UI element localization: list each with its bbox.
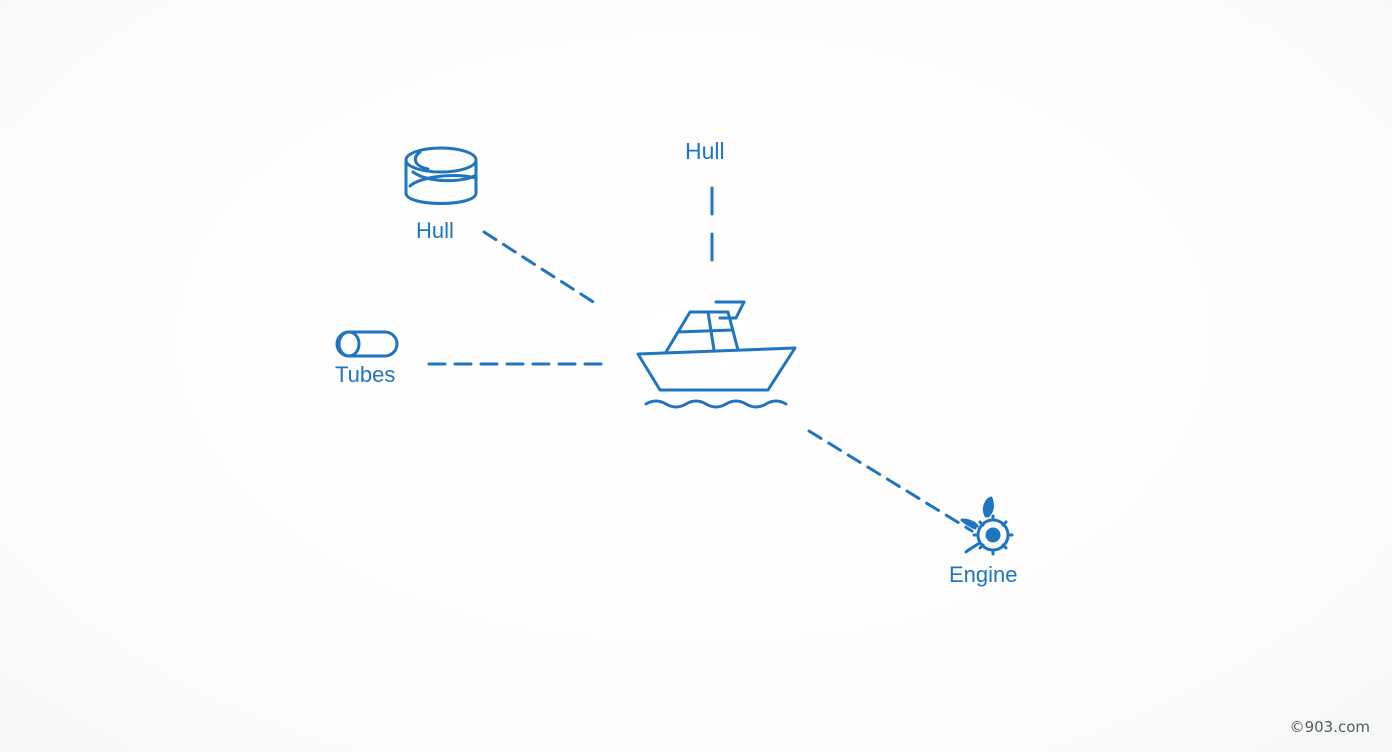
gear-engine-icon — [960, 496, 1014, 556]
boat-icon — [636, 300, 797, 409]
coil-hull-icon — [404, 146, 478, 205]
tube-icon — [335, 330, 399, 358]
connector-engine — [807, 429, 974, 533]
connector-hull-left — [482, 230, 600, 307]
node-label-hull-left: Hull — [416, 218, 454, 243]
watermark: ©903.com — [1289, 718, 1370, 736]
node-label-tubes: Tubes — [335, 362, 396, 387]
node-label-hull-top: Hull — [685, 138, 725, 164]
node-label-engine: Engine — [949, 562, 1018, 587]
